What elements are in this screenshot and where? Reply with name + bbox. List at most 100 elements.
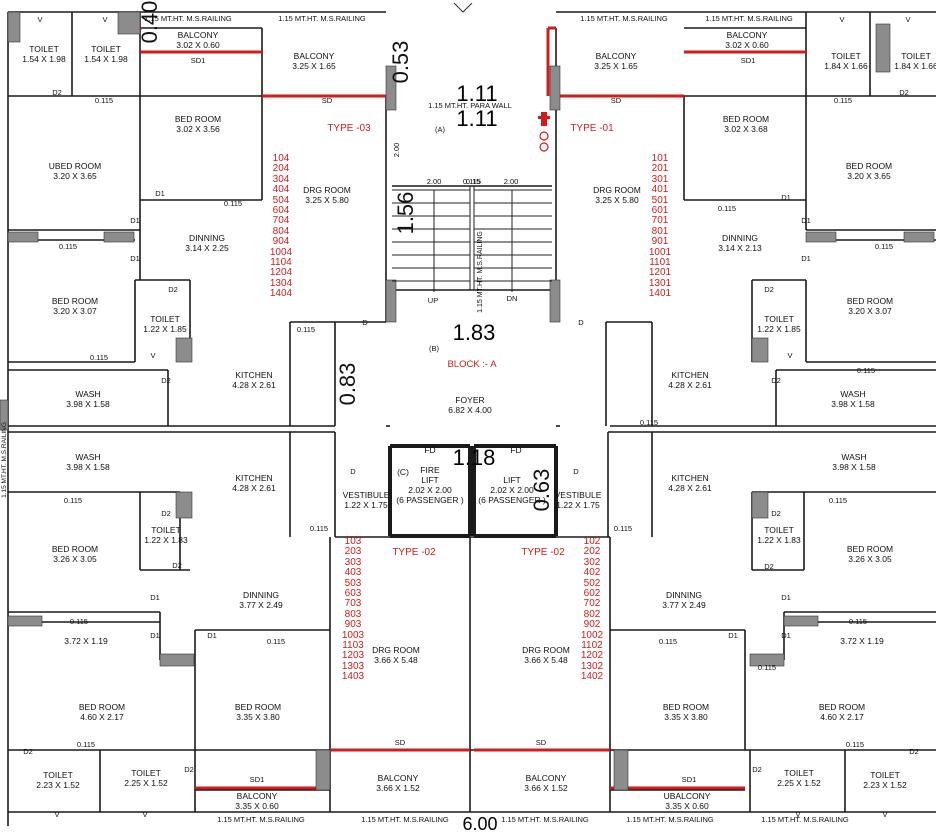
door-tag: D2 [52,88,62,97]
wall-thickness-label: 0.115 [94,96,114,105]
stair-railing-label: 1.15 MT.HT. M.S.RAILING [477,231,484,313]
unit-number: 1203 [341,650,365,662]
door-tag: D1 [150,631,160,640]
dimension-text: 1.11 [456,81,498,106]
column [549,279,561,323]
column [749,653,785,667]
column [7,11,21,43]
door-tag: V [142,810,148,819]
unit-number: 1303 [341,660,365,672]
fire-door-label: FD [510,445,522,455]
door-tag: V [795,810,801,819]
dimension-text: 0.40 [137,0,162,44]
fire-extinguisher-icon [536,112,552,156]
unit-number: 201 [651,163,669,175]
door-tag: D1 [150,593,160,602]
dimension-text: 1.11 [456,106,498,131]
unit-number: 1404 [269,288,293,300]
unit-number: 704 [272,215,290,227]
marker-c: (C) [397,467,409,477]
dimension-text: 1.56 [393,191,418,235]
column [613,749,629,791]
dimension-text: 0.53 [388,40,413,84]
wall-thickness-label: 0.115 [717,204,737,213]
wall-thickness-label: 0.115 [757,663,777,672]
door-tag: V [787,351,793,360]
unit-number: 1403 [341,671,365,683]
unit-number: 1204 [269,267,293,279]
door-tag: V [882,810,888,819]
column [103,231,135,243]
column [385,65,397,111]
door-tag: SD [535,738,547,747]
unit-number: 904 [272,236,290,248]
unit-number: 1103 [342,640,364,652]
door-tag: D2 [771,509,781,518]
unit-number: 1201 [648,267,672,279]
wall-thickness-label: 0.115 [845,740,865,749]
door-tag: D1 [781,593,791,602]
door-tag: D2 [23,747,33,756]
door-tag: D1 [781,631,791,640]
unit-number: 403 [344,567,362,579]
unit-number: 803 [344,608,362,620]
door-tag: D2 [909,747,919,756]
fire-door-label: FD [424,445,436,455]
unit-number: 1304 [269,277,293,289]
door-tag: D1 [801,216,811,225]
column [117,11,141,35]
unit-number: 804 [272,225,290,237]
unit-number: 404 [272,184,290,196]
wall-thickness-label: 0.115 [58,242,78,251]
unit-number: 703 [344,598,362,610]
unit-number: 1101 [649,257,671,269]
column [783,615,819,627]
dimension-text: 6.00 [462,814,498,834]
unit-number: 101 [651,153,669,164]
door-tag: D2 [161,509,171,518]
railing-label: 1.15 MT.HT. M.S.RAILING [580,14,668,23]
door-tag: D2 [764,285,774,294]
column [0,399,9,431]
unit-number: 203 [344,546,362,558]
door-tag: SD [321,96,333,105]
door-tag: V [905,15,911,24]
wall-thickness-label: 0.115 [69,617,89,626]
door-tag: D2 [184,765,194,774]
door-tag: SD1 [740,56,756,65]
unit-number: 702 [583,598,601,610]
unit-number: 1301 [648,277,672,289]
unit-number: 902 [583,619,601,631]
wall-thickness-label: 0.115 [639,418,659,427]
door-tag: SD [610,96,622,105]
unit-number: 1202 [580,650,604,662]
unit-number: 1001 [648,246,672,258]
column [751,337,769,363]
unit-number: 504 [272,194,290,206]
column [315,749,331,791]
door-tag: D1 [801,254,811,263]
unit-number: 103 [344,536,362,547]
wall-thickness-label: 0.115 [63,496,83,505]
door-tag: D2 [172,561,182,570]
door-tag: D [350,467,356,476]
para-wall-label: 1.15 MT.HT. PARA WALL [428,101,512,110]
door-tag: D2 [168,285,178,294]
railing-label: 1.15 MT.HT. M.S.RAILING [361,815,449,824]
